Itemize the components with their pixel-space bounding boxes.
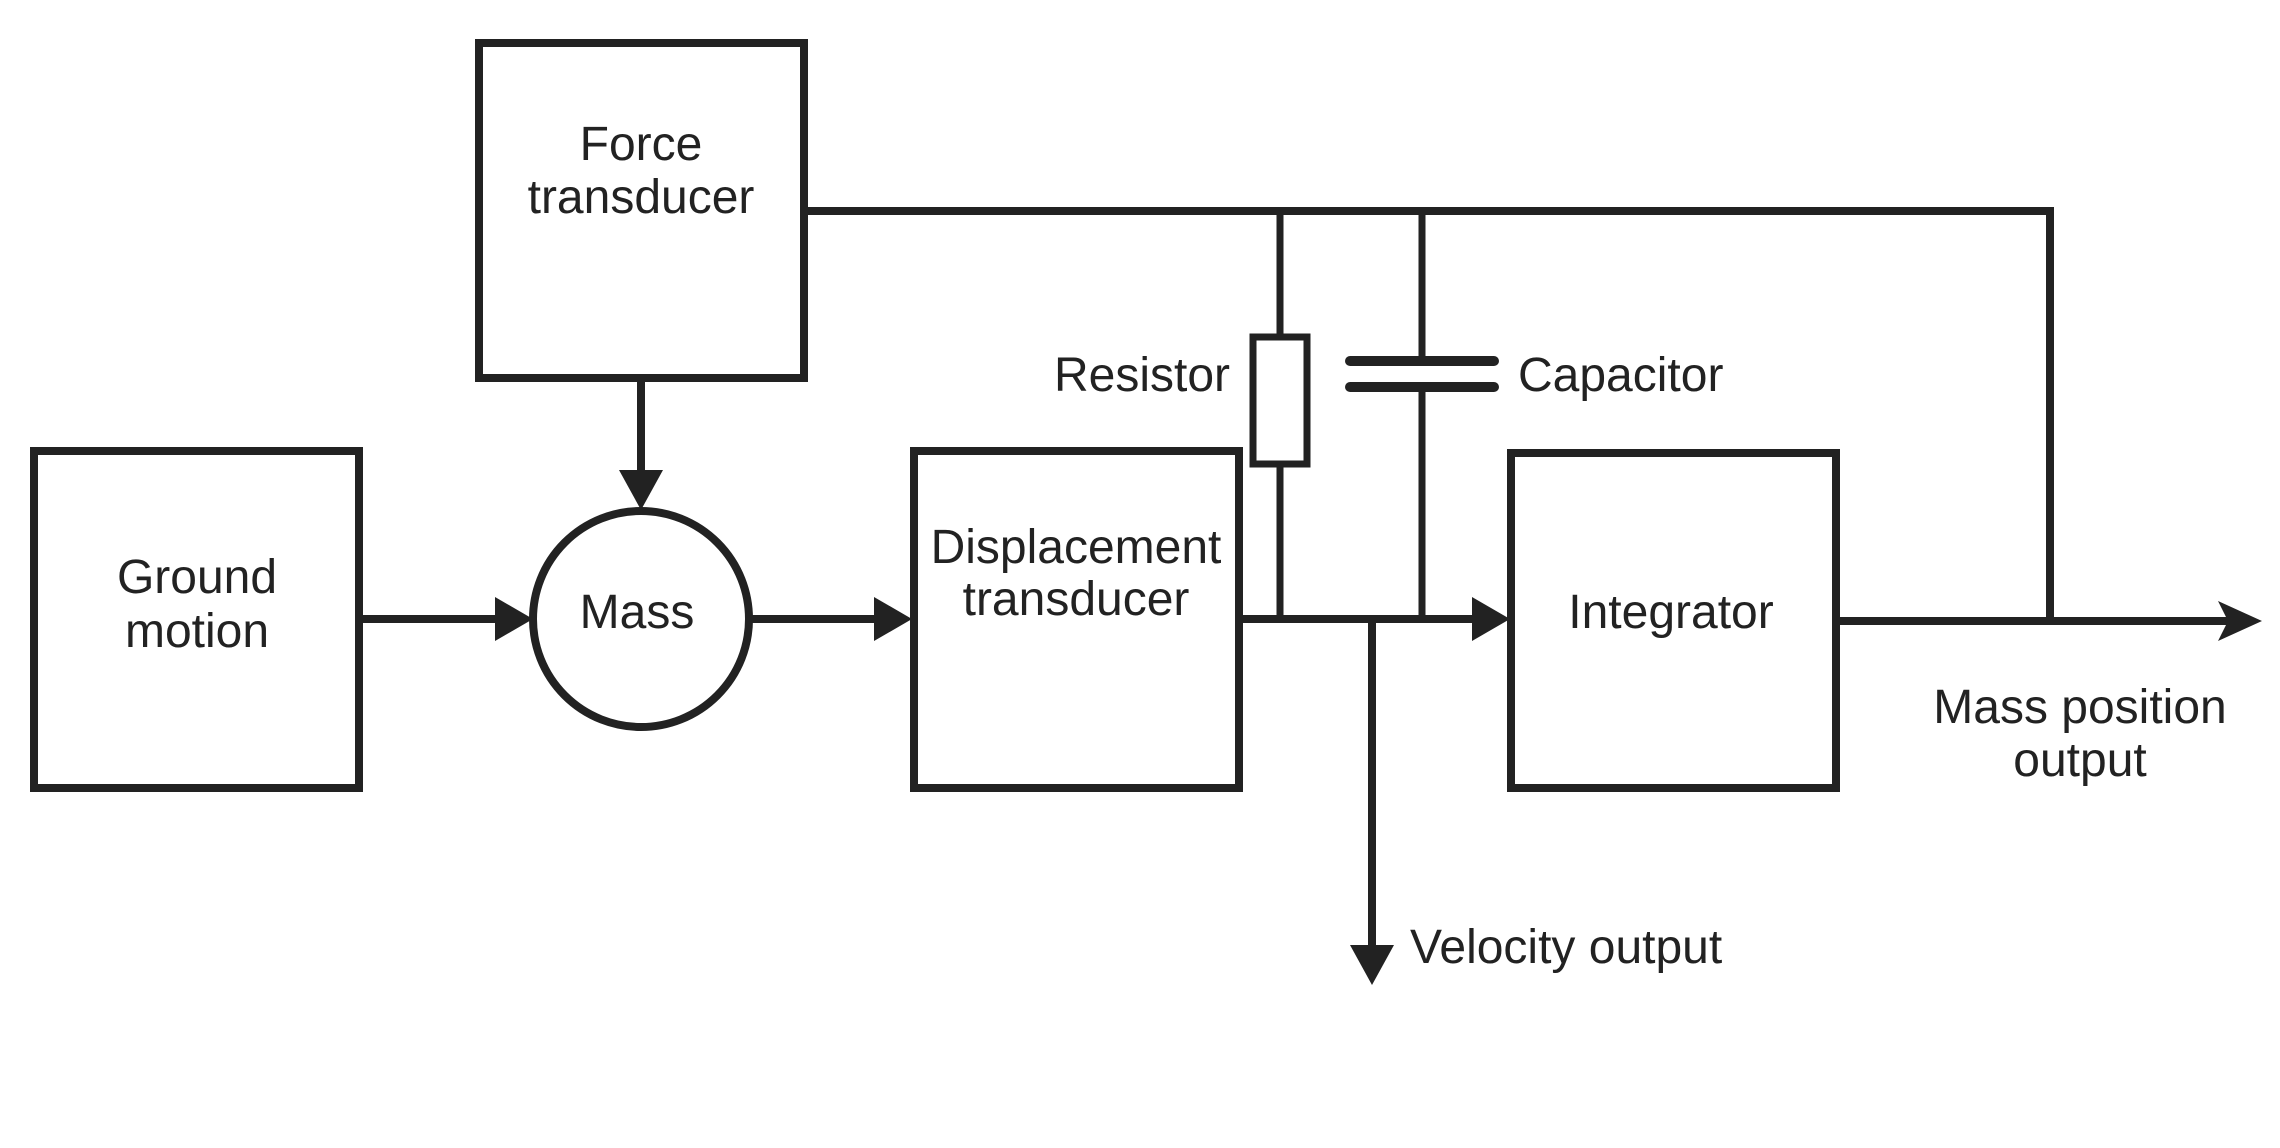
velocity-output-arrowhead bbox=[1350, 945, 1394, 985]
resistor-label: Resistor bbox=[1054, 349, 1230, 402]
ground-motion-box bbox=[30, 447, 363, 792]
mass-position-output-label-line2: output bbox=[2013, 734, 2146, 787]
mass-position-output-label-line1: Mass position bbox=[1933, 681, 2226, 734]
integrator-label: Integrator bbox=[1568, 586, 1773, 639]
mass-to-displacement-arrowhead bbox=[874, 597, 912, 641]
mass-label: Mass bbox=[580, 586, 695, 639]
force-transducer-block: Force transducer bbox=[475, 39, 808, 382]
displacement-transducer-label-line2: transducer bbox=[963, 573, 1190, 626]
integrator-block: Integrator bbox=[1507, 449, 1840, 792]
resistor-symbol bbox=[1249, 333, 1311, 468]
displacement-transducer-block: Displacement transducer bbox=[910, 447, 1243, 792]
mass-position-output-arrowhead bbox=[2218, 601, 2262, 641]
velocity-output-label: Velocity output bbox=[1410, 921, 1722, 974]
mass-block: Mass bbox=[529, 507, 753, 731]
ground-motion-label-line1: Ground bbox=[117, 551, 277, 604]
force-to-mass-arrowhead bbox=[619, 470, 663, 510]
force-transducer-box bbox=[475, 39, 808, 382]
ground-motion-label-line2: motion bbox=[125, 605, 269, 658]
ground-to-mass-arrowhead bbox=[495, 597, 533, 641]
displacement-transducer-label-line1: Displacement bbox=[931, 521, 1222, 574]
ground-motion-block: Ground motion bbox=[30, 447, 363, 792]
force-transducer-label-line2: transducer bbox=[528, 171, 755, 224]
displacement-to-integrator-arrowhead bbox=[1472, 597, 1510, 641]
capacitor-label: Capacitor bbox=[1518, 349, 1723, 402]
force-transducer-label-line1: Force bbox=[580, 118, 703, 171]
